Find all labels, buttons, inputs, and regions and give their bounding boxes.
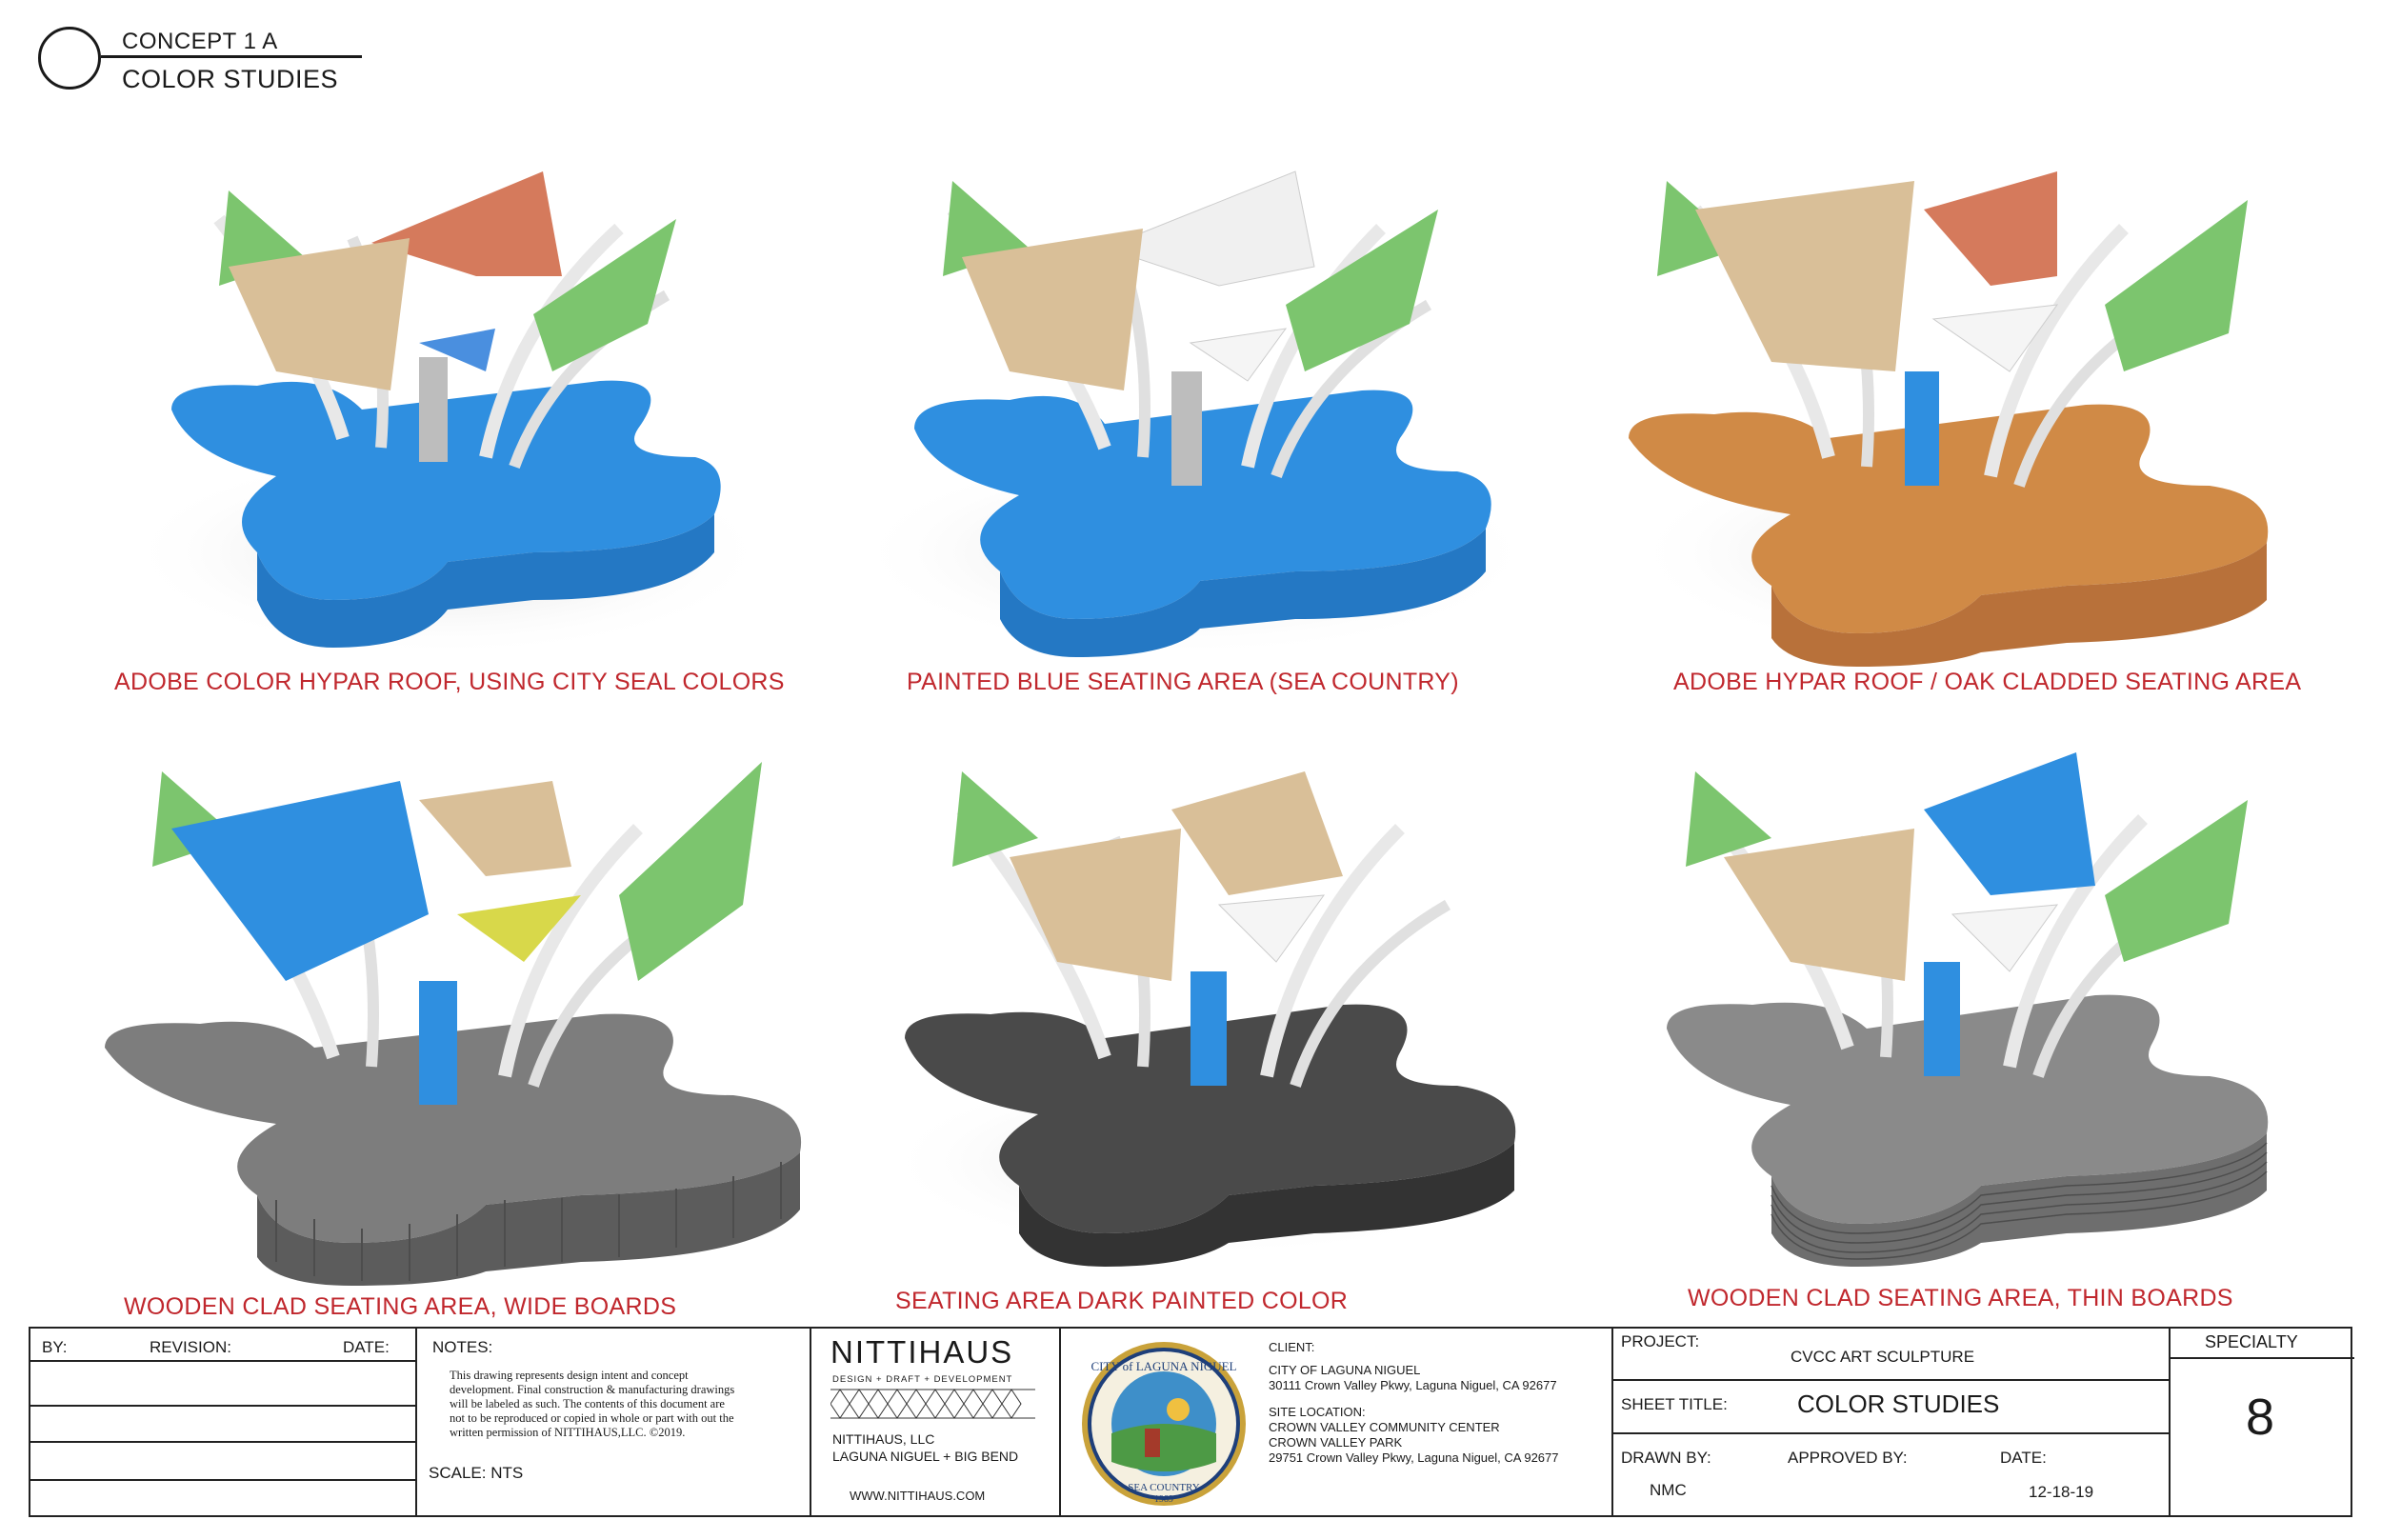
title-block: BY: REVISION: DATE: NOTES: This drawing … [29,1327,2354,1517]
render-5 [867,752,1562,1267]
sheet-title: COLOR STUDIES [1797,1390,2000,1418]
date-label: DATE: [343,1338,390,1356]
svg-text:CITY of LAGUNA NIGUEL: CITY of LAGUNA NIGUEL [1091,1359,1237,1373]
approved-by-label: APPROVED BY: [1788,1449,1908,1467]
client-label: CLIENT: [1269,1340,1315,1354]
site-name-1: CROWN VALLEY COMMUNITY CENTER [1269,1420,1500,1434]
drawn-by: NMC [1650,1481,1687,1499]
sheet-number: 8 [2246,1389,2275,1446]
firm-tagline: DESIGN + DRAFT + DEVELOPMENT [832,1374,1013,1385]
caption-4: WOODEN CLAD SEATING AREA, WIDE BOARDS [124,1293,677,1320]
client-name: CITY OF LAGUNA NIGUEL [1269,1363,1421,1377]
sheet-title-label: SHEET TITLE: [1621,1395,1728,1413]
render-6 [1610,752,2314,1267]
firm-logo: NITTIHAUS [830,1334,1014,1370]
firm-location: LAGUNA NIGUEL + BIG BEND [832,1449,1019,1464]
by-label: BY: [42,1338,68,1356]
project-label: PROJECT: [1621,1332,1700,1350]
caption-1: ADOBE COLOR HYPAR ROOF, USING CITY SEAL … [114,669,785,695]
city-seal-logo: CITY of LAGUNA NIGUEL SEA COUNTRY 1989 [1082,1342,1246,1506]
caption-3: ADOBE HYPAR ROOF / OAK CLADDED SEATING A… [1673,669,2302,695]
render-2 [829,152,1562,667]
notes-label: NOTES: [432,1338,493,1356]
project-name: CVCC ART SCULPTURE [1791,1348,1975,1366]
revision-label: REVISION: [150,1338,231,1356]
firm-website: WWW.NITTIHAUS.COM [850,1489,986,1503]
title-circle [38,27,101,90]
svg-text:SEA COUNTRY: SEA COUNTRY [1128,1482,1200,1493]
drawing-date: 12-18-19 [2029,1483,2094,1501]
svg-text:1989: 1989 [1154,1494,1173,1505]
caption-5: SEATING AREA DARK PAINTED COLOR [895,1288,1349,1314]
title-underline [101,55,362,58]
render-4 [86,743,829,1286]
date-label-2: DATE: [2000,1449,2047,1467]
drawn-by-label: DRAWN BY: [1621,1449,1711,1467]
site-label: SITE LOCATION: [1269,1405,1366,1419]
site-address: 29751 Crown Valley Pkwy, Laguna Niguel, … [1269,1450,1559,1465]
concept-title: CONCEPT 1 A [122,29,278,54]
notes-text: This drawing represents design intent an… [450,1369,735,1439]
scale-label: SCALE: NTS [429,1464,524,1482]
render-1 [105,152,790,686]
render-3 [1610,152,2314,667]
caption-2: PAINTED BLUE SEATING AREA (SEA COUNTRY) [907,669,1459,695]
firm-name: NITTIHAUS, LLC [832,1431,935,1447]
site-name-2: CROWN VALLEY PARK [1269,1435,1403,1450]
specialty-label: SPECIALTY [2205,1332,2298,1351]
page-subtitle: COLOR STUDIES [122,65,339,93]
client-address: 30111 Crown Valley Pkwy, Laguna Niguel, … [1269,1378,1557,1392]
firm-pattern [830,1389,1035,1419]
caption-6: WOODEN CLAD SEATING AREA, THIN BOARDS [1688,1285,2233,1311]
